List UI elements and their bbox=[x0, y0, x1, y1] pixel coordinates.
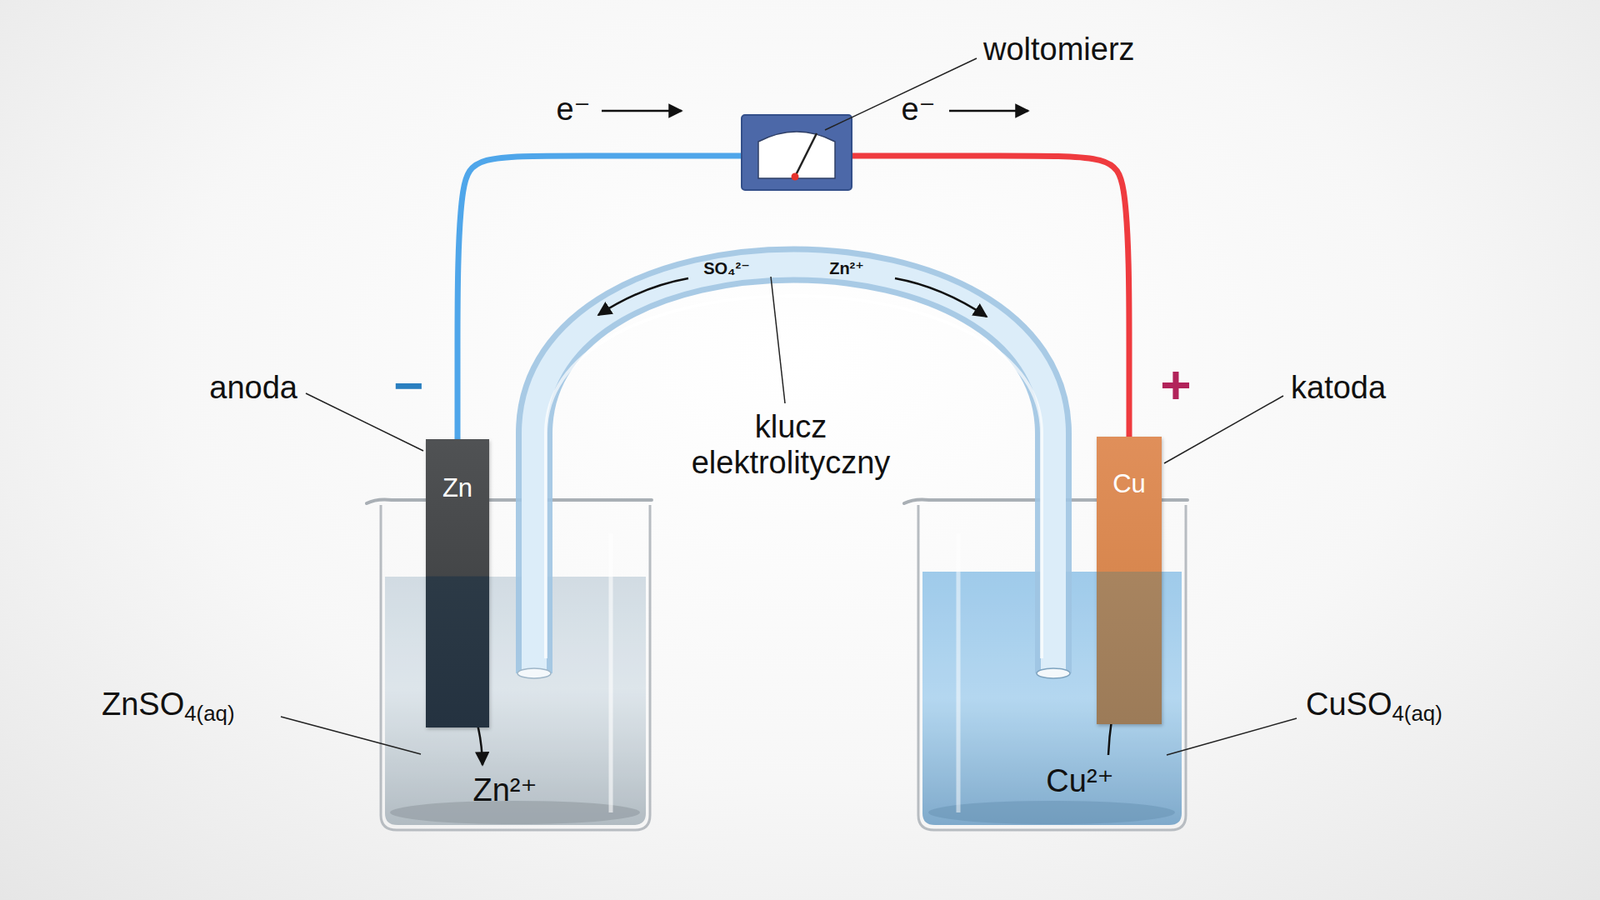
copper-electrode: Cu bbox=[1096, 436, 1162, 725]
instrument-label: woltomierz bbox=[983, 31, 1135, 67]
leader-line bbox=[280, 716, 421, 755]
solution-label: CuSO4(aq) bbox=[1305, 686, 1443, 722]
polarity-sign: + bbox=[1160, 355, 1191, 415]
formula-main: CuSO bbox=[1305, 686, 1392, 722]
electrode-role-label: anoda bbox=[209, 370, 298, 405]
salt-bridge-label: klucz elektrolityczny bbox=[691, 409, 891, 480]
electrode-role-label: katoda bbox=[1290, 370, 1386, 405]
salt-bridge bbox=[517, 265, 1070, 680]
formula-main: ZnSO bbox=[101, 686, 185, 722]
glass-highlight bbox=[956, 533, 961, 813]
polarity-sign: − bbox=[393, 356, 424, 415]
salt-bridge-highlight bbox=[545, 295, 1042, 659]
solution-label: ZnSO4(aq) bbox=[101, 686, 235, 722]
electrode-role-label: katoda bbox=[1290, 370, 1386, 406]
electrode-role-label: anoda bbox=[209, 370, 298, 406]
left-beaker bbox=[366, 500, 652, 831]
zinc-electrode: Zn bbox=[425, 439, 490, 728]
ion-label: Zn²⁺ bbox=[829, 259, 865, 278]
electron-label: e⁻ bbox=[555, 91, 590, 128]
voltmeter-needle bbox=[795, 133, 817, 177]
ion-flow-arrow bbox=[598, 278, 689, 315]
needle-pivot bbox=[791, 173, 800, 181]
glass-highlight bbox=[609, 533, 614, 813]
electron-label: e⁻ bbox=[900, 91, 935, 128]
salt-bridge-tube bbox=[534, 265, 1054, 675]
electron-label: e⁻ bbox=[900, 91, 935, 127]
salt-bridge-end bbox=[517, 668, 551, 679]
ion-label: SO₄²⁻ bbox=[703, 259, 750, 278]
ion-label: SO₄²⁻ bbox=[703, 259, 750, 278]
electron-flow-arrow bbox=[601, 110, 682, 113]
polarity-sign: − bbox=[393, 356, 424, 415]
electron-flow-arrow bbox=[949, 110, 1029, 113]
leader-line bbox=[1166, 718, 1297, 755]
polarity-sign: + bbox=[1160, 355, 1191, 416]
ion-flow-arrow bbox=[895, 278, 987, 317]
ion-label: Cu²⁺ bbox=[1045, 763, 1114, 800]
ion-label: Zn²⁺ bbox=[472, 772, 537, 809]
ion-label: Zn²⁺ bbox=[829, 259, 865, 278]
salt-bridge-end bbox=[1036, 668, 1070, 679]
instrument-label: woltomierz bbox=[983, 31, 1135, 68]
leader-line bbox=[825, 58, 977, 130]
electrode-label: Cu bbox=[1112, 470, 1146, 499]
voltmeter-dial bbox=[758, 131, 835, 179]
solution-label: ZnSO4(aq) bbox=[101, 686, 235, 723]
electron-label: e⁻ bbox=[555, 91, 590, 127]
ion-label: Cu²⁺ bbox=[1045, 763, 1114, 799]
formula-subscript: 4(aq) bbox=[184, 701, 235, 725]
ion-label: Zn²⁺ bbox=[472, 772, 537, 808]
electrode-label: Zn bbox=[442, 474, 473, 503]
beaker-rim bbox=[366, 500, 652, 505]
voltmeter-case bbox=[741, 115, 852, 190]
salt-bridge-core bbox=[534, 265, 1054, 675]
beaker-glass bbox=[380, 505, 650, 830]
leader-line bbox=[770, 276, 785, 404]
solution-label: CuSO4(aq) bbox=[1305, 686, 1443, 723]
salt-bridge-label: klucz elektrolityczny bbox=[653, 409, 929, 480]
voltmeter bbox=[741, 115, 852, 190]
formula-subscript: 4(aq) bbox=[1391, 701, 1442, 725]
